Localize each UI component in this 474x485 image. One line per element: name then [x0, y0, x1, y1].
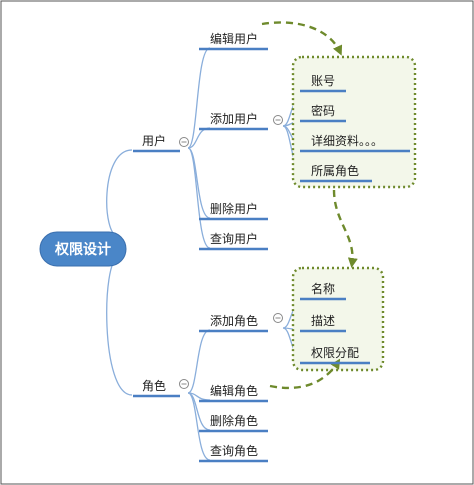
root-node[interactable]: 权限设计	[39, 231, 127, 267]
node-edit-role[interactable]: 编辑角色	[210, 383, 258, 398]
circle-minus-icon[interactable]	[179, 137, 189, 147]
role-fields-callout	[291, 266, 385, 372]
root-connectors	[106, 149, 133, 396]
field-password[interactable]: 密码	[311, 103, 335, 118]
field-permission-assignment[interactable]: 权限分配	[311, 346, 359, 360]
node-delete-role[interactable]: 删除角色	[210, 413, 258, 428]
circle-minus-icon[interactable]	[273, 313, 283, 323]
circle-minus-icon[interactable]	[273, 115, 283, 125]
field-name[interactable]: 名称	[311, 281, 335, 296]
node-underlines	[133, 47, 410, 463]
edit-user-arrow	[261, 21, 343, 56]
node-add-role[interactable]: 添加角色	[210, 314, 258, 328]
edit-role-arrow	[269, 358, 341, 390]
field-details[interactable]: 详细资料。。。	[311, 133, 383, 148]
field-role[interactable]: 所属角色	[311, 164, 359, 178]
circle-minus-icon[interactable]	[179, 379, 189, 389]
field-account[interactable]: 账号	[311, 74, 335, 88]
node-query-role[interactable]: 查询角色	[210, 444, 258, 458]
node-add-user[interactable]: 添加用户	[210, 111, 258, 126]
node-query-user[interactable]: 查询用户	[210, 231, 258, 246]
user-fields-callout	[291, 55, 417, 189]
branch-label-roles[interactable]: 角色	[142, 379, 166, 393]
role-child-connectors	[187, 329, 211, 461]
node-edit-user[interactable]: 编辑用户	[210, 31, 258, 46]
callout-link-arrow	[332, 189, 358, 268]
field-description[interactable]: 描述	[311, 314, 335, 328]
node-delete-user[interactable]: 删除用户	[210, 201, 258, 216]
branch-label-users[interactable]: 用户	[142, 133, 166, 148]
root-label: 权限设计	[54, 241, 111, 258]
